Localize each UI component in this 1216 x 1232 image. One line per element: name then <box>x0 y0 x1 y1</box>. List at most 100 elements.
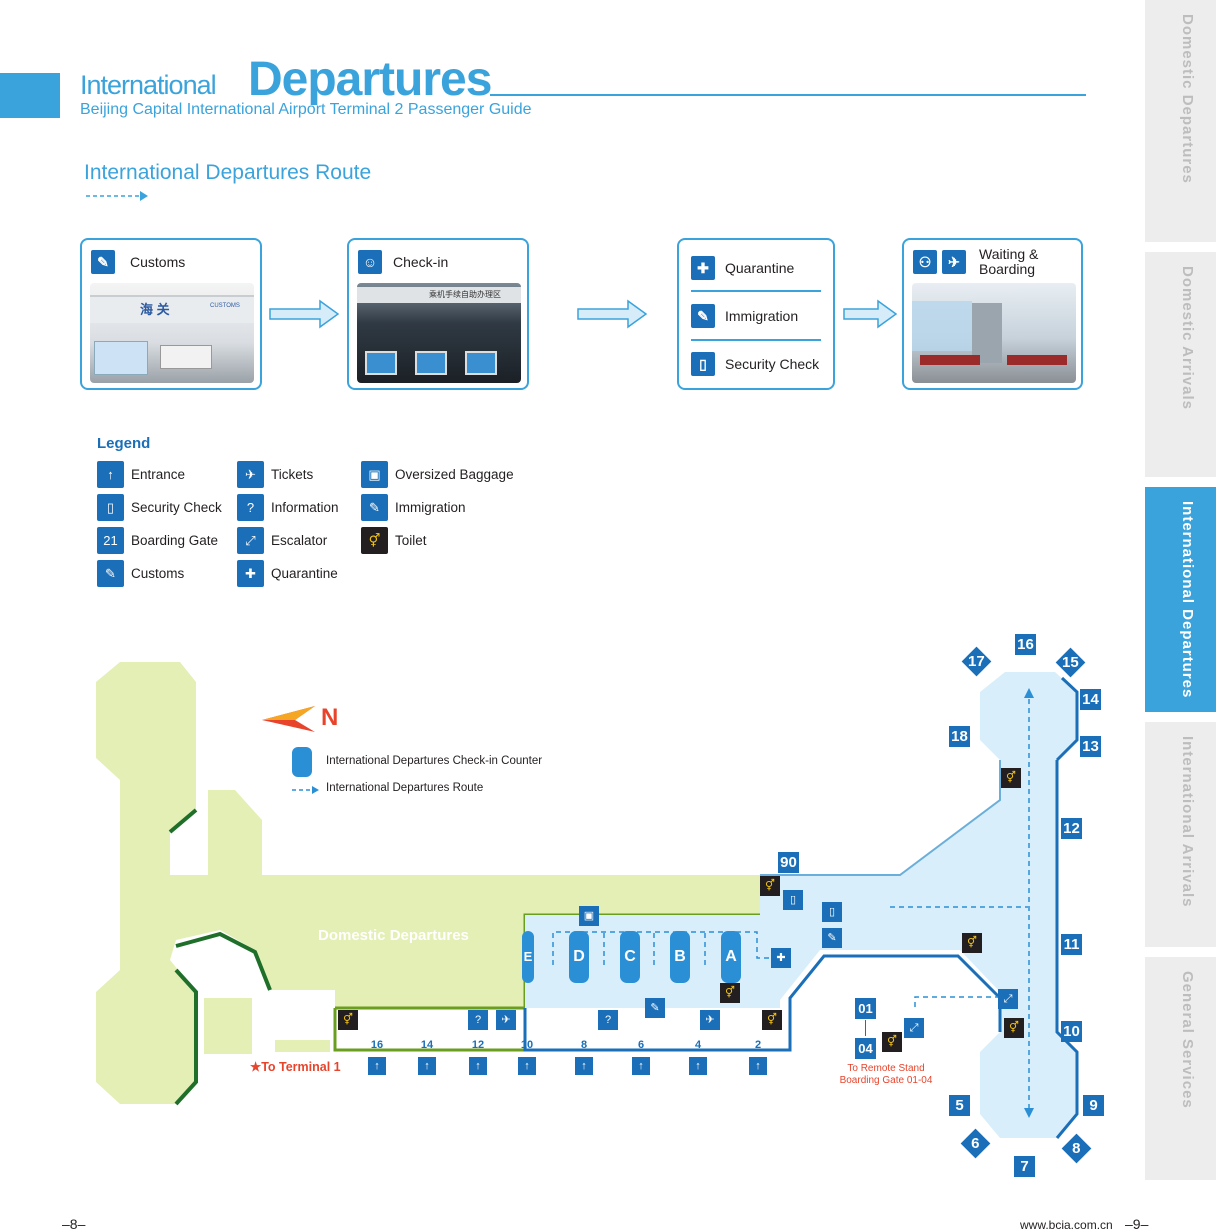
toilet-icon: ⚥ <box>762 1010 782 1030</box>
entrance-icon: ↑ <box>575 1057 593 1075</box>
route-step-boarding: ⚇ ✈ Waiting &Boarding <box>902 238 1083 390</box>
toilet-icon: ⚥ <box>760 876 780 896</box>
escalator-icon: ⤢ <box>998 989 1018 1009</box>
route-step-customs: ✎ Customs 海 关 CUSTOMS <box>80 238 262 390</box>
customs-icon: ✎ <box>91 250 115 274</box>
gate-number: 6 <box>637 1039 645 1051</box>
tickets-icon: ✈ <box>700 1010 720 1030</box>
toilet-icon: ⚥ <box>962 933 982 953</box>
north-label: N <box>321 704 339 731</box>
quarantine-icon: ✚ <box>237 560 264 587</box>
route-step-checks: ✚ Quarantine ✎ Immigration ▯ Security Ch… <box>677 238 835 390</box>
check-in-counter-e[interactable]: E <box>522 931 534 983</box>
boarding-gate[interactable]: 01 <box>855 998 876 1019</box>
boarding-gate[interactable]: 90 <box>778 852 799 873</box>
tab-general-services[interactable]: General Services <box>1145 957 1216 1180</box>
toilet-icon: ⚥ <box>882 1032 902 1052</box>
tab-domestic-departures[interactable]: Domestic Departures <box>1145 0 1216 242</box>
toilet-icon: ⚥ <box>1001 768 1021 788</box>
boarding-icon: ✈ <box>942 250 966 274</box>
boarding-gate[interactable]: 16 <box>1015 634 1036 655</box>
to-terminal-1-label[interactable]: ★To Terminal 1 <box>250 1060 341 1074</box>
boarding-gate[interactable]: 18 <box>949 726 970 747</box>
tickets-icon: ✈ <box>496 1010 516 1030</box>
gate-number: 4 <box>694 1039 702 1051</box>
tickets-icon: ✈ <box>237 461 264 488</box>
tab-domestic-arrivals[interactable]: Domestic Arrivals <box>1145 252 1216 477</box>
information-icon: ? <box>468 1010 488 1030</box>
website-url[interactable]: www.bcia.com.cn <box>1020 1218 1113 1232</box>
check-in-icon: ☺ <box>358 250 382 274</box>
entrance-icon: ↑ <box>418 1057 436 1075</box>
gate-number: 16 <box>370 1039 384 1051</box>
security-check-icon: ▯ <box>822 902 842 922</box>
boarding-gate[interactable]: 10 <box>1061 1021 1082 1042</box>
route-title: International Departures Route <box>84 161 372 184</box>
toilet-icon: ⚥ <box>1004 1018 1024 1038</box>
quarantine-icon: ✚ <box>771 948 791 968</box>
boarding-gate[interactable]: 5 <box>949 1095 970 1116</box>
oversized-baggage-icon: ▣ <box>361 461 388 488</box>
entrance-icon: ↑ <box>632 1057 650 1075</box>
boarding-gate-icon: 21 <box>97 527 124 554</box>
check-in-counter-c[interactable]: C <box>620 931 640 983</box>
legend-title: Legend <box>97 435 151 452</box>
page-number-right: –9– <box>1125 1216 1149 1232</box>
boarding-gate[interactable]: 9 <box>1083 1095 1104 1116</box>
escalator-icon: ⤢ <box>237 527 264 554</box>
boarding-gate[interactable]: 12 <box>1061 818 1082 839</box>
toilet-icon: ⚥ <box>338 1010 358 1030</box>
toilet-icon: ⚥ <box>361 527 388 554</box>
check-in-counter-b[interactable]: B <box>670 931 690 983</box>
oversized-baggage-icon: ▣ <box>579 906 599 926</box>
departure-route-path <box>552 690 1030 1115</box>
entrance-icon: ↑ <box>518 1057 536 1075</box>
check-in-counter-d[interactable]: D <box>569 931 589 983</box>
step-label: Check-in <box>393 254 449 270</box>
information-icon: ? <box>237 494 264 521</box>
gate-number: 8 <box>580 1039 588 1051</box>
step-label: Immigration <box>725 308 799 324</box>
counter-key-swatch <box>292 747 312 777</box>
gate-number: 2 <box>754 1039 762 1051</box>
entrance-icon: ↑ <box>469 1057 487 1075</box>
domestic-departures-area <box>96 662 760 1106</box>
tab-international-departures[interactable]: International Departures <box>1145 487 1216 712</box>
page-title-prefix: International <box>80 70 217 100</box>
flow-arrow <box>843 299 898 329</box>
route-dash-arrow <box>86 191 148 201</box>
boarding-gate[interactable]: 04 <box>855 1038 876 1059</box>
header-accent-block <box>0 73 60 118</box>
security-check-icon: ▯ <box>97 494 124 521</box>
toilet-icon: ⚥ <box>720 983 740 1003</box>
immigration-icon: ✎ <box>361 494 388 521</box>
customs-icon: ✎ <box>645 998 665 1018</box>
step-label: Quarantine <box>725 260 795 276</box>
page-subtitle: Beijing Capital International Airport Te… <box>80 101 532 118</box>
security-check-icon: ▯ <box>691 352 715 376</box>
boarding-gate[interactable]: 14 <box>1080 689 1101 710</box>
waiting-icon: ⚇ <box>913 250 937 274</box>
step-label: Waiting &Boarding <box>979 246 1039 277</box>
domestic-departures-label: Domestic Departures <box>318 927 469 944</box>
boarding-gate[interactable]: 7 <box>1014 1156 1035 1177</box>
entrance-icon: ↑ <box>689 1057 707 1075</box>
flow-arrow <box>269 299 340 329</box>
waiting-area-photo <box>912 283 1076 383</box>
map-key-counter: International Departures Check-in Counte… <box>326 755 543 767</box>
page-title: Departures <box>248 53 492 106</box>
boarding-gate[interactable]: 13 <box>1080 736 1101 757</box>
boarding-gate[interactable]: 11 <box>1061 934 1082 955</box>
entrance-icon: ↑ <box>97 461 124 488</box>
check-in-counter-a[interactable]: A <box>721 931 741 983</box>
terminal-map <box>96 662 1079 1139</box>
check-in-photo: 乘机手续自助办理区 <box>357 283 521 383</box>
step-label: Customs <box>130 254 186 270</box>
title-underline <box>490 94 1086 96</box>
tab-international-arrivals[interactable]: International Arrivals <box>1145 722 1216 947</box>
customs-photo: 海 关 CUSTOMS <box>90 283 254 383</box>
entrance-icon: ↑ <box>368 1057 386 1075</box>
entrance-icon: ↑ <box>749 1057 767 1075</box>
page-number-left: –8– <box>62 1216 86 1232</box>
